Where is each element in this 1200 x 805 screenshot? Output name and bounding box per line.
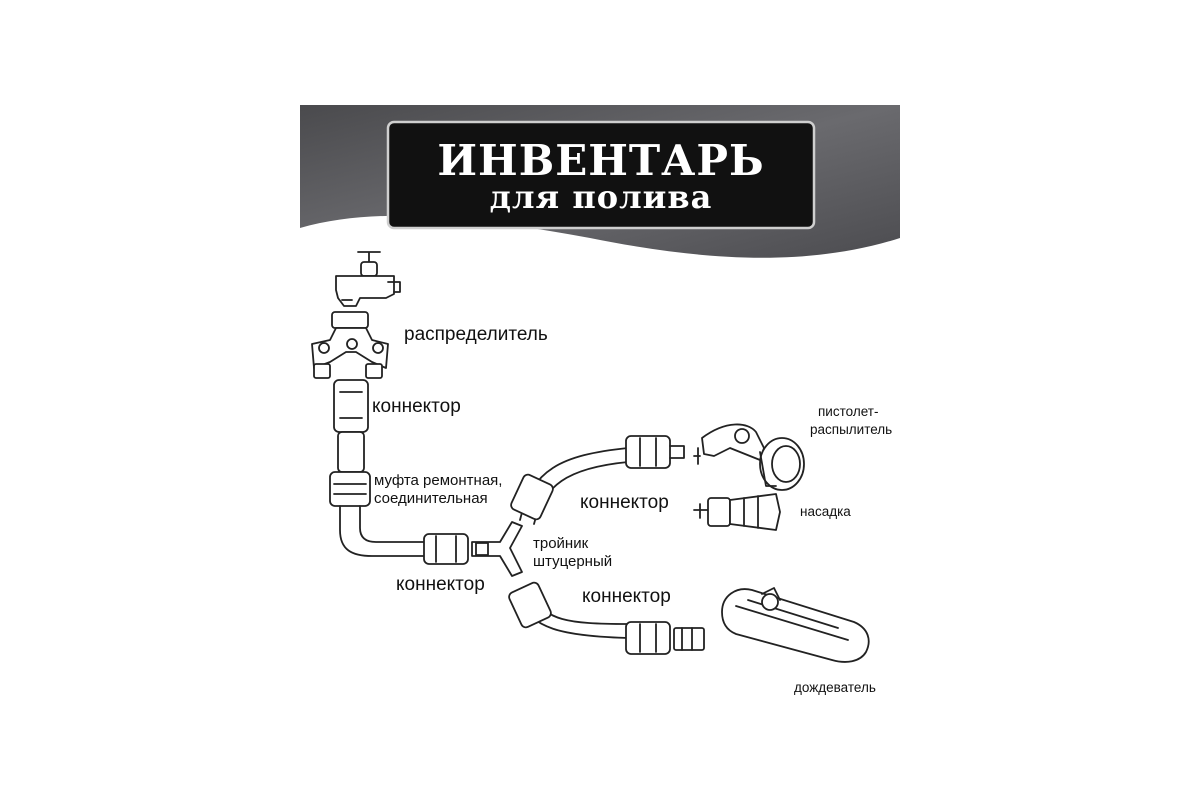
nozzle-icon [693, 493, 781, 531]
label-tee-line2: штуцерный [533, 553, 613, 570]
label-spray-gun-line2: распылитель [810, 422, 893, 437]
sprinkler-icon [721, 587, 870, 663]
connector-vertical-icon [333, 379, 369, 473]
distributor-icon [311, 311, 389, 379]
hose-main [339, 505, 425, 557]
label-coupling-line1: муфта ремонтная, [374, 472, 503, 489]
label-connector-upper: коннектор [580, 492, 669, 513]
connector-lower-left-icon [508, 581, 552, 629]
banner-title: ИНВЕНТАРЬ [437, 136, 765, 185]
label-connector-lower: коннектор [582, 586, 671, 607]
connector-upper-left-icon [510, 473, 554, 521]
label-connector-top: коннектор [372, 396, 461, 417]
faucet-icon [335, 251, 401, 307]
label-spray-gun-line1: пистолет- [818, 404, 879, 419]
tee-icon [471, 521, 523, 577]
connector-upper-right-icon [625, 435, 685, 469]
coupling-icon [329, 471, 371, 507]
connector-horizontal-icon [423, 533, 469, 565]
label-nozzle: насадка [800, 504, 851, 519]
banner-subtitle: для полива [489, 178, 713, 216]
title-block: ИНВЕНТАРЬ для полива [388, 122, 814, 228]
label-coupling-line2: соединительная [374, 490, 488, 507]
label-distributor: распределитель [404, 324, 548, 345]
connector-lower-right-icon [625, 621, 705, 655]
label-sprinkler: дождеватель [794, 680, 876, 695]
label-tee-line1: тройник [533, 535, 589, 552]
label-connector-bottom-left: коннектор [396, 574, 485, 595]
title-plate [386, 120, 816, 230]
spray-gun-icon [693, 423, 805, 491]
